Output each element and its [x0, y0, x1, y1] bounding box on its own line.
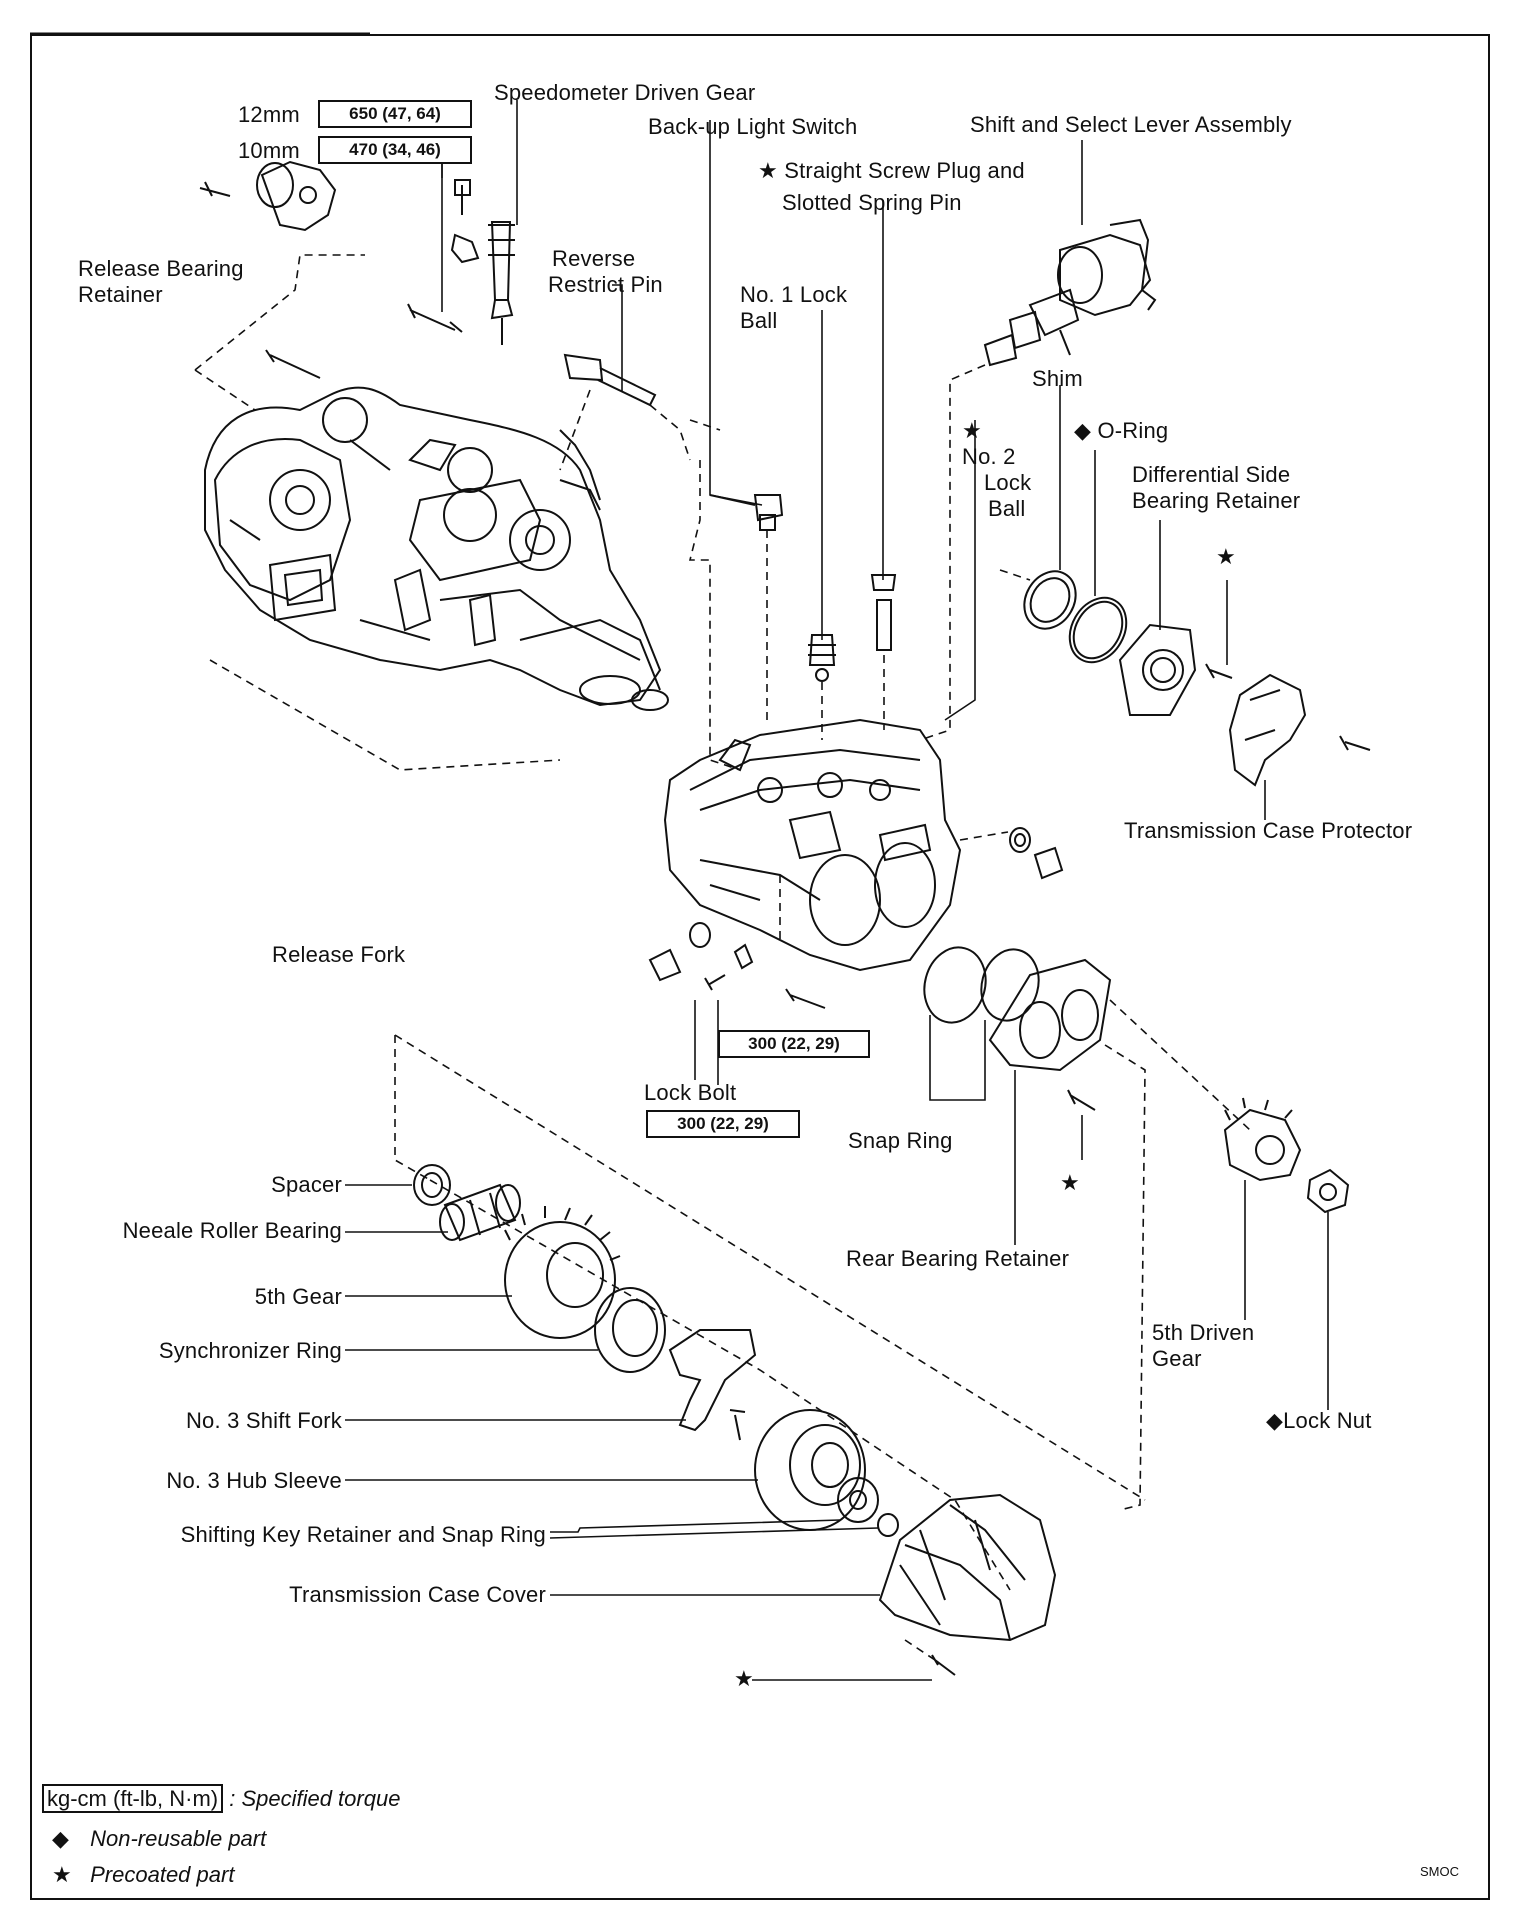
no3-hub-sleeve-drawing [754, 1409, 866, 1531]
torque-10mm-label: 10mm [238, 138, 300, 163]
legend-non-reusable: ◆ Non-reusable part [42, 1826, 266, 1852]
label-straight-screw-plug: ★ Straight Screw Plug and [758, 158, 1025, 183]
label-slotted-spring-pin: Slotted Spring Pin [782, 190, 962, 215]
differential-side-bearing-retainer-drawing [1118, 520, 1197, 716]
snap-ring-drawing [923, 946, 1040, 1101]
star-icon: ★ [962, 418, 982, 443]
o-ring-drawing [1068, 450, 1128, 664]
straight-screw-plug-drawing [870, 574, 897, 730]
label-needle-roller-bearing: Neeale Roller Bearing [122, 1218, 342, 1243]
explode-guide-lines [394, 1034, 1146, 1591]
figure-code: SMOC [1420, 1864, 1459, 1879]
synchronizer-ring-drawing [594, 1287, 666, 1373]
torque-12mm-label: 12mm [238, 102, 300, 127]
torque-case-bolt-value: 300 (22, 29) [718, 1030, 870, 1058]
label-transmission-case-protector: Transmission Case Protector [1124, 818, 1413, 843]
shifting-key-retainer-drawing [837, 1477, 899, 1537]
label-release-bearing-retainer: Release Bearing Retainer [78, 256, 244, 307]
label-synchronizer-ring: Synchronizer Ring [158, 1338, 342, 1363]
label-fifth-gear: 5th Gear [254, 1284, 342, 1309]
label-release-fork: Release Fork [272, 942, 406, 967]
torque-10mm-value: 470 (34, 46) [318, 136, 472, 164]
no1-lock-ball-drawing [808, 634, 836, 740]
label-spacer: Spacer [271, 1172, 342, 1197]
label-speedometer-driven-gear: Speedometer Driven Gear [494, 80, 756, 105]
drain-plug-drawing [959, 827, 1064, 880]
label-rear-bearing-retainer: Rear Bearing Retainer [846, 1246, 1070, 1271]
star-icon: ★ [758, 158, 778, 183]
transmission-case-cover-drawing [878, 1493, 1057, 1676]
shim-drawing [1023, 385, 1077, 630]
label-shim: Shim [1032, 366, 1083, 391]
release-bearing-retainer-drawing [199, 160, 337, 232]
spacer-drawing [413, 1164, 451, 1206]
fifth-gear-drawing [504, 1206, 621, 1339]
label-lock-bolt: Lock Bolt [644, 1080, 737, 1105]
legend-torque-key: kg-cm (ft-lb, N·m) [42, 1784, 224, 1813]
speedometer-gear-drawing [488, 221, 515, 345]
no3-shift-fork-drawing [668, 1329, 757, 1441]
fifth-driven-gear-drawing [1223, 1097, 1302, 1320]
label-backup-light-switch: Back-up Light Switch [648, 114, 858, 139]
backup-light-switch-drawing [709, 494, 784, 720]
torque-lock-bolt-value: 300 (22, 29) [646, 1110, 800, 1138]
label-no3-shift-fork: No. 3 Shift Fork [185, 1408, 342, 1433]
label-differential-side-bearing-retainer: Differential Side Bearing Retainer [1132, 462, 1301, 513]
transmission-case-drawing [663, 718, 962, 972]
label-no3-hub-sleeve: No. 3 Hub Sleeve [166, 1468, 342, 1493]
label-lock-nut: ◆Lock Nut [1266, 1408, 1372, 1433]
diagram-frame [30, 34, 1490, 1900]
bolt-drawings [265, 179, 480, 379]
legend-torque: kg-cm (ft-lb, N·m) : Specified torque [42, 1784, 401, 1813]
torque-12mm-value: 650 (47, 64) [318, 100, 472, 128]
star-icon: ★ [52, 1862, 72, 1887]
label-shifting-key-retainer: Shifting Key Retainer and Snap Ring [180, 1522, 546, 1547]
legend-torque-desc: : Specified torque [229, 1786, 401, 1811]
label-reverse-restrict-pin: Reverse Restrict Pin [548, 246, 663, 297]
label-fifth-driven-gear: 5th Driven Gear [1152, 1320, 1255, 1371]
legend-precoated: ★ Precoated part [42, 1862, 234, 1888]
diamond-icon: ◆ [1074, 418, 1092, 443]
diamond-icon: ◆ [1266, 1408, 1284, 1433]
needle-roller-bearing-drawing [439, 1183, 521, 1242]
label-o-ring: ◆ O-Ring [1074, 418, 1169, 443]
label-no1-lock-ball: No. 1 Lock Ball [740, 282, 848, 333]
transmission-case-protector-drawing [1205, 580, 1371, 820]
lock-nut-drawing [1306, 1168, 1350, 1410]
shift-select-lever-drawing [919, 218, 1157, 741]
diamond-icon: ◆ [52, 1826, 69, 1851]
label-transmission-case-cover: Transmission Case Cover [289, 1582, 546, 1607]
reverse-restrict-pin-drawing [563, 353, 691, 461]
star-icon: ★ [1060, 1170, 1080, 1195]
label-shift-select-lever: Shift and Select Lever Assembly [970, 112, 1292, 137]
label-snap-ring: Snap Ring [848, 1128, 953, 1153]
transaxle-housing-drawing [204, 386, 669, 711]
rear-bearing-retainer-drawing [988, 958, 1251, 1511]
star-icon: ★ [1216, 544, 1236, 569]
label-no2-lock-ball: ★ No. 2 Lock Ball [962, 418, 1032, 521]
star-icon: ★ [734, 1666, 754, 1691]
lock-bolt-drawing [648, 922, 826, 1085]
